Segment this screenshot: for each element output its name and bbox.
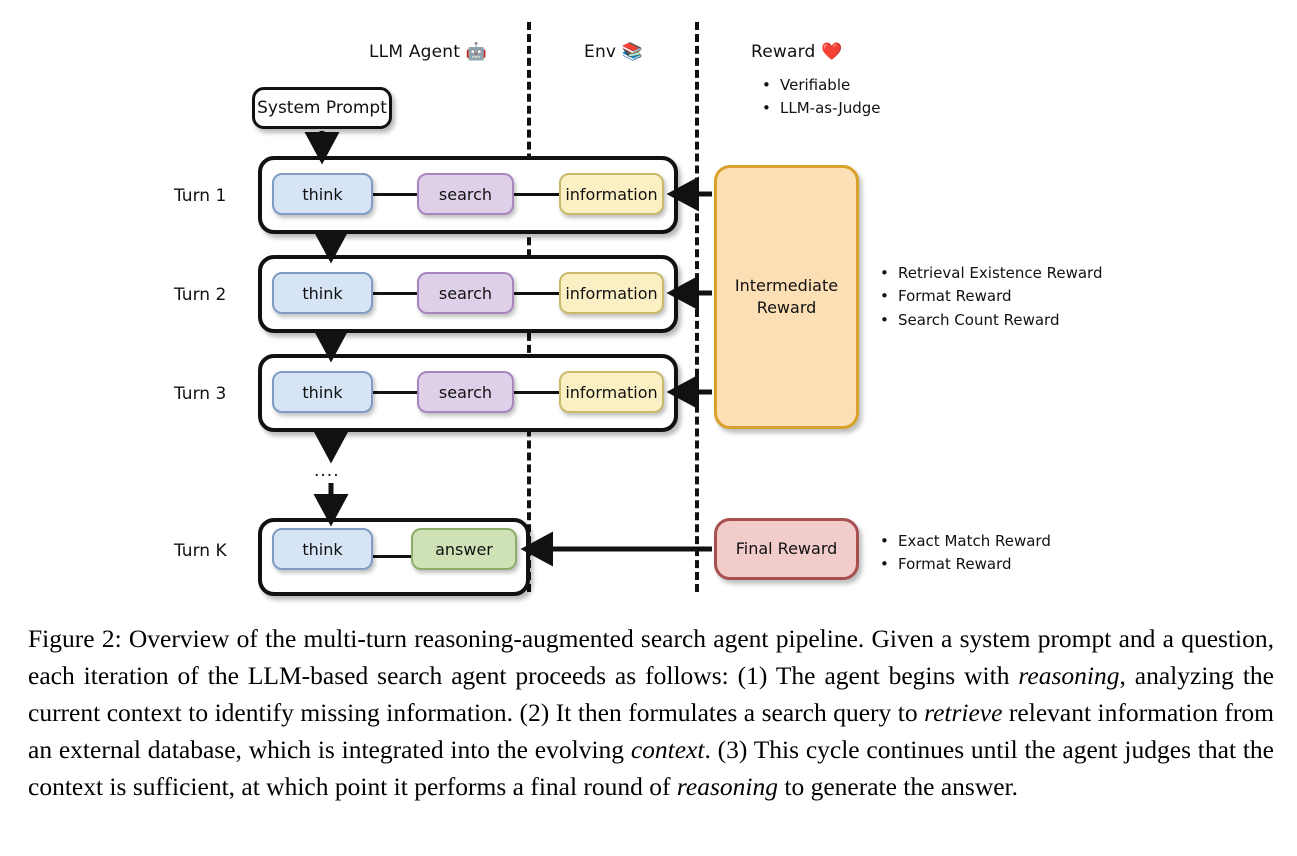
intermediate-reward-title-line2: Reward: [756, 298, 817, 317]
connector-search-information-1: [513, 193, 560, 196]
caption-part-1: Overview of the multi-turn reasoning-aug…: [28, 624, 1274, 690]
connector-think-search-2: [372, 292, 418, 295]
connector-think-search-3: [372, 391, 418, 394]
connector-search-information-3: [513, 391, 560, 394]
node-think-3: think: [272, 371, 373, 413]
node-search-3: search: [417, 371, 514, 413]
node-think-k: think: [272, 528, 373, 570]
books-icon: 📚: [621, 42, 644, 62]
caption-part-5: to generate the answer.: [777, 772, 1019, 801]
figure-caption: Figure 2: Overview of the multi-turn rea…: [28, 620, 1274, 805]
system-prompt-box: System Prompt: [252, 87, 392, 129]
caption-emphasis-reasoning-1: reasoning: [1018, 661, 1120, 690]
intermediate-reward-bullets: Retrieval Existence Reward Format Reward…: [878, 262, 1103, 332]
caption-emphasis-context: context: [630, 735, 705, 764]
node-information-2: information: [559, 272, 664, 314]
caption-part-4: . (3) This cycle continues until the age…: [28, 735, 1274, 801]
turn-label-3: Turn 3: [174, 384, 227, 404]
bullet-item: Format Reward: [878, 553, 1051, 576]
bullet-item: Format Reward: [878, 285, 1103, 308]
divider-env-reward: [695, 22, 699, 592]
caption-emphasis-retrieve: retrieve: [924, 698, 1003, 727]
node-think-1: think: [272, 173, 373, 215]
caption-label: Figure 2:: [28, 624, 122, 653]
final-reward-box: Final Reward: [714, 518, 859, 580]
bullet-item: LLM-as-Judge: [760, 97, 881, 120]
bullet-item: Search Count Reward: [878, 309, 1103, 332]
node-search-2: search: [417, 272, 514, 314]
robot-icon: 🤖: [465, 42, 488, 62]
node-think-2: think: [272, 272, 373, 314]
pipeline-figure: LLM Agent 🤖 Env 📚 Reward ❤️ Verifiable L…: [0, 0, 1297, 612]
intermediate-reward-title-line1: Intermediate: [734, 276, 839, 296]
node-information-1: information: [559, 173, 664, 215]
connector-think-answer-k: [372, 555, 412, 558]
node-information-3: information: [559, 371, 664, 413]
bullet-item: Retrieval Existence Reward: [878, 262, 1103, 285]
ellipsis-dots: ....: [314, 461, 340, 481]
caption-part-3: relevant information from an external da…: [28, 698, 1275, 764]
node-search-1: search: [417, 173, 514, 215]
column-header-reward-label: Reward: [751, 42, 816, 62]
connector-think-search-1: [372, 193, 418, 196]
column-header-llm-agent-label: LLM Agent: [369, 42, 461, 62]
connector-search-information-2: [513, 292, 560, 295]
turn-label-2: Turn 2: [174, 285, 227, 305]
turn-label-k: Turn K: [174, 541, 227, 561]
turn-label-1: Turn 1: [174, 186, 227, 206]
column-header-env: Env 📚: [584, 42, 643, 62]
caption-emphasis-reasoning-2: reasoning: [676, 772, 778, 801]
final-reward-bullets: Exact Match Reward Format Reward: [878, 530, 1051, 577]
node-answer-k: answer: [411, 528, 517, 570]
column-header-llm-agent: LLM Agent 🤖: [369, 42, 487, 62]
bullet-item: Exact Match Reward: [878, 530, 1051, 553]
column-header-env-label: Env: [584, 42, 617, 62]
intermediate-reward-box: Intermediate Reward: [714, 165, 859, 429]
bullet-item: Verifiable: [760, 74, 881, 97]
heart-icon: ❤️: [821, 42, 843, 62]
reward-header-bullets: Verifiable LLM-as-Judge: [760, 74, 881, 121]
caption-part-2: , analyzing the current context to ident…: [28, 661, 1275, 727]
column-header-reward: Reward ❤️: [751, 42, 843, 62]
